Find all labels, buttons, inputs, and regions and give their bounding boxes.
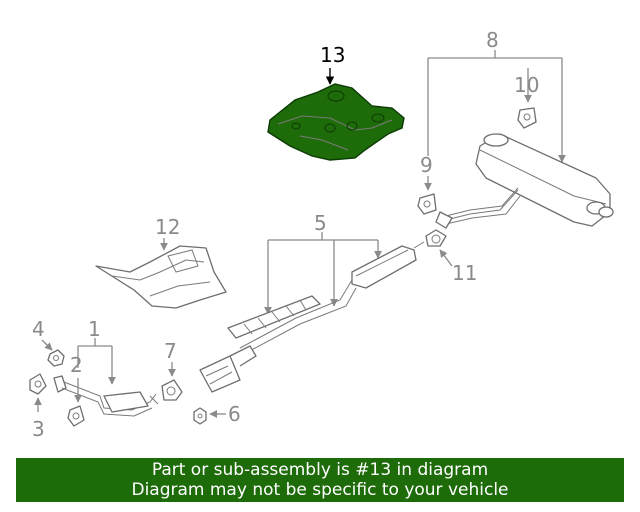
banner-line-1: Part or sub-assembly is #13 in diagram — [151, 460, 489, 480]
part-11-gasket[interactable] — [425, 229, 447, 247]
info-banner: Part or sub-assembly is #13 in diagram D… — [16, 458, 624, 502]
part-6-nut[interactable] — [193, 407, 207, 425]
callout-7: 7 — [164, 339, 177, 363]
part-13-heat-shield[interactable] — [267, 83, 405, 161]
callout-11: 11 — [452, 261, 477, 285]
part-12-heat-shield[interactable] — [95, 245, 227, 309]
callout-5-bracket — [264, 232, 382, 315]
part-7-gasket[interactable] — [161, 379, 183, 401]
part-1-front-pipe[interactable] — [53, 375, 159, 417]
callout-10: 10 — [514, 73, 539, 97]
callout-9: 9 — [420, 153, 433, 177]
callout-4: 4 — [32, 317, 45, 341]
callout-8: 8 — [486, 28, 499, 52]
callout-2: 2 — [70, 353, 83, 377]
callout-5: 5 — [314, 211, 327, 235]
callout-3: 3 — [32, 417, 45, 441]
callout-6: 6 — [228, 402, 241, 426]
part-4-nut[interactable] — [47, 349, 65, 367]
banner-line-2: Diagram may not be specific to your vehi… — [131, 480, 509, 500]
part-10-hanger[interactable] — [517, 107, 537, 129]
part-3-gasket[interactable] — [29, 373, 47, 395]
callout-13: 13 — [320, 43, 345, 67]
part-5-exhaust-pipe[interactable] — [199, 241, 425, 393]
callout-8-bracket — [427, 50, 566, 163]
callout-12: 12 — [155, 215, 180, 239]
part-2-gasket[interactable] — [67, 405, 85, 427]
part-8-muffler[interactable] — [435, 133, 614, 229]
callout-1: 1 — [88, 317, 101, 341]
part-9-hanger[interactable] — [417, 193, 437, 215]
callout-1-bracket — [77, 338, 116, 385]
